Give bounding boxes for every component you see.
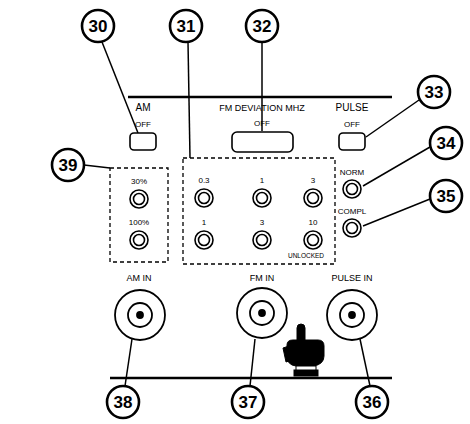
bnc-jack: [115, 288, 377, 340]
callout-circle: [430, 180, 462, 212]
panel-label: COMPL: [338, 208, 366, 216]
push-button: [195, 189, 213, 207]
leader-line: [84, 42, 430, 386]
callout-circle: [52, 10, 462, 418]
bnc-jack: [250, 301, 274, 325]
push-button: [347, 223, 358, 234]
group-bracket: [183, 158, 335, 264]
callout-number: 38: [114, 394, 133, 411]
callout-number: 39: [59, 157, 78, 174]
bnc-jack: [128, 303, 152, 327]
callout-circle: [170, 10, 202, 42]
bnc-jack: [137, 312, 143, 318]
push-button: [304, 189, 322, 207]
push-button: [134, 194, 145, 205]
pointing-hand: [283, 346, 292, 362]
push-button: [308, 193, 319, 204]
bnc-jack: [237, 288, 287, 338]
push-button: [130, 190, 148, 208]
panel-label: 1: [202, 219, 206, 227]
leader-line: [188, 42, 190, 158]
off-button: [130, 133, 156, 150]
panel-label: 3: [311, 177, 315, 185]
panel-edge: [128, 96, 392, 99]
panel-label: AM: [136, 103, 151, 113]
push-button: [343, 180, 361, 198]
callout-number: 33: [425, 84, 444, 101]
leader-line: [125, 339, 132, 386]
push-button: [134, 235, 145, 246]
panel-label: AM IN: [126, 274, 151, 283]
panel-label: FM DEVIATION MHZ: [219, 104, 304, 113]
callout-circle: [82, 10, 114, 42]
callout-circle: [107, 386, 139, 418]
group-bracket: [110, 158, 335, 264]
panel-label: OFF: [344, 121, 360, 129]
bnc-jack: [259, 310, 265, 316]
panel-label: NORM: [340, 169, 364, 177]
leader-line: [360, 339, 370, 386]
panel-label: 10: [309, 219, 318, 227]
callout-circle: [52, 149, 84, 181]
panel-label: PULSE: [336, 103, 369, 113]
group-bracket: [110, 168, 168, 262]
pointing-hand: [283, 324, 324, 376]
push-button: [308, 235, 319, 246]
callout-number: 32: [253, 18, 272, 35]
push-button: [199, 235, 210, 246]
callout-circle: [232, 386, 264, 418]
push-button: [343, 219, 361, 237]
bnc-jack: [349, 312, 355, 318]
push-button: [130, 180, 361, 249]
push-button: [304, 231, 322, 249]
callout-number: 30: [89, 18, 108, 35]
panel-label: FM IN: [250, 274, 275, 283]
leader-line: [366, 100, 419, 137]
panel-edge: [110, 97, 392, 378]
off-button: [232, 132, 293, 152]
panel-label: PULSE IN: [331, 274, 372, 283]
callout-number: 36: [363, 394, 382, 411]
push-button: [253, 189, 271, 207]
callout-number: 34: [437, 135, 456, 152]
leader-line: [250, 339, 255, 386]
panel-label: OFF: [254, 120, 270, 128]
leader-line: [102, 42, 138, 133]
push-button: [130, 231, 148, 249]
push-button: [257, 193, 268, 204]
bnc-jack: [327, 290, 377, 340]
pointing-hand: [294, 370, 318, 376]
leader-line: [363, 147, 430, 186]
panel-label: 30%: [131, 178, 147, 186]
leader-line: [261, 42, 263, 131]
push-button: [257, 235, 268, 246]
callout-number: 31: [177, 18, 196, 35]
push-button: [253, 231, 271, 249]
panel-label: 3: [260, 219, 264, 227]
callout-circle: [430, 127, 462, 159]
panel-label: 100%: [129, 219, 149, 227]
bnc-jack: [115, 290, 165, 340]
bnc-jack: [340, 303, 364, 327]
panel-label: 1: [260, 177, 264, 185]
callout-circle: [418, 76, 450, 108]
off-button: [339, 133, 365, 150]
panel-label: UNLOCKED: [288, 253, 324, 260]
off-button: [130, 132, 365, 152]
callout-circle: [246, 10, 278, 42]
leader-line: [363, 199, 430, 226]
pointing-hand: [287, 340, 324, 366]
panel-label: 0.3: [198, 177, 209, 185]
push-button: [195, 231, 213, 249]
push-button: [199, 193, 210, 204]
leader-line: [84, 165, 110, 168]
callout-circle: [356, 386, 388, 418]
callout-number: 37: [239, 394, 258, 411]
panel-label: OFF: [135, 121, 151, 129]
callout-number: 35: [437, 188, 456, 205]
push-button: [347, 184, 358, 195]
